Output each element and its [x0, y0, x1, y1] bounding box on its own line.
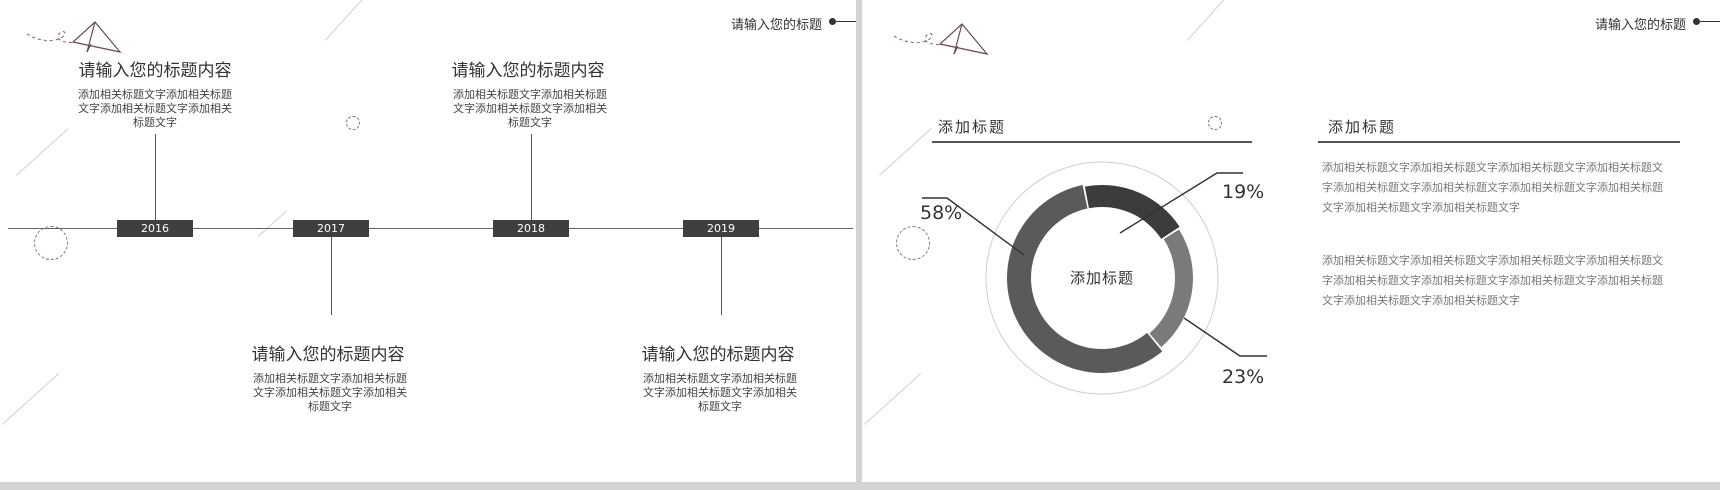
timeline-item-desc: 添加相关标题文字添加相关标题文字添加相关标题文字添加相关标题文字	[643, 372, 797, 413]
donut-chart	[922, 161, 1267, 395]
slice-label-19: 19%	[1222, 181, 1265, 203]
donut-outer-ring	[985, 161, 1219, 395]
paper-plane-icon	[893, 23, 989, 55]
timeline-item-desc: 添加相关标题文字添加相关标题文字添加相关标题文字添加相关标题文字	[78, 88, 232, 129]
timeline-item-desc: 添加相关标题文字添加相关标题文字添加相关标题文字添加相关标题文字	[453, 88, 607, 129]
decor-circle	[34, 226, 68, 260]
decor-circle	[896, 226, 930, 260]
year-badge-2016: 2016	[117, 220, 193, 237]
timeline-item-title: 请输入您的标题内容	[78, 61, 232, 81]
timeline-item-title: 请输入您的标题内容	[451, 61, 605, 81]
timeline-connector	[331, 237, 332, 315]
decor-circle	[1208, 116, 1222, 130]
year-badge-2019: 2019	[683, 220, 759, 237]
text-section-rule	[1318, 141, 1680, 143]
year-badge-2017: 2017	[293, 220, 369, 237]
donut-chart-slide: 请输入您的标题 添加标题 添加标题 58% 19% 23% 添加标题 添加相关标…	[862, 0, 1720, 482]
timeline-connector	[155, 134, 156, 221]
slice-label-23: 23%	[1222, 366, 1265, 388]
decor-line	[16, 128, 69, 176]
paper-plane-icon	[26, 21, 122, 53]
decor-line	[258, 210, 287, 237]
body-paragraph: 添加相关标题文字添加相关标题文字添加相关标题文字添加相关标题文字添加相关标题文字…	[1322, 161, 1663, 214]
timeline-connector	[721, 237, 722, 315]
decor-line	[325, 0, 373, 41]
header-title: 请输入您的标题	[730, 18, 822, 33]
donut-center-label: 添加标题	[1069, 269, 1134, 287]
donut-slice-23	[1149, 229, 1193, 348]
leader-line-19	[1119, 172, 1243, 234]
decor-circle	[346, 116, 360, 130]
donut-slice-19	[1084, 185, 1180, 239]
body-paragraph: 添加相关标题文字添加相关标题文字添加相关标题文字添加相关标题文字添加相关标题文字…	[1322, 254, 1663, 307]
leader-line-58	[922, 197, 1025, 256]
header-line	[1700, 21, 1720, 22]
header-dot	[829, 18, 836, 25]
header-dot	[1693, 18, 1700, 25]
year-badge-2018: 2018	[493, 220, 569, 237]
timeline-axis	[8, 228, 853, 229]
header-title: 请输入您的标题	[1594, 18, 1686, 33]
chart-section-rule	[932, 141, 1252, 143]
text-section-title: 添加标题	[1328, 118, 1397, 136]
timeline-item-title: 请输入您的标题内容	[251, 345, 405, 365]
timeline-item-title: 请输入您的标题内容	[641, 345, 795, 365]
decor-line	[2, 373, 60, 425]
leader-line-23	[1183, 317, 1267, 357]
slice-label-58: 58%	[920, 202, 963, 224]
timeline-slide: 请输入您的标题 2016 请输入您的标题内容 添加相关标题文字添加相关标题文字添…	[0, 0, 856, 482]
chart-section-title: 添加标题	[938, 118, 1007, 136]
header-line	[836, 21, 856, 22]
timeline-connector	[531, 134, 532, 221]
timeline-item-desc: 添加相关标题文字添加相关标题文字添加相关标题文字添加相关标题文字	[253, 372, 407, 413]
donut-slice-58	[1007, 185, 1163, 373]
